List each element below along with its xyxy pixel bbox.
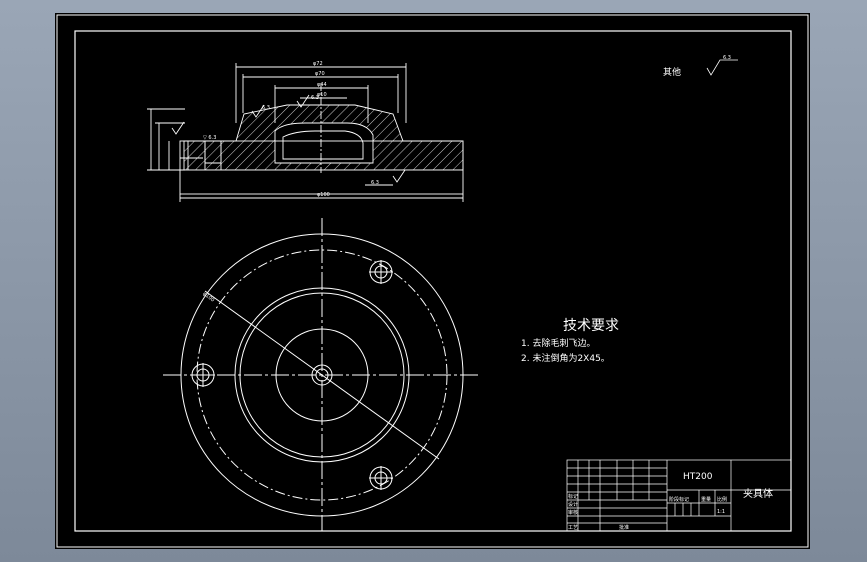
section-view [147,63,464,202]
svg-text:φ10: φ10 [317,92,327,98]
inner-frame [74,30,792,532]
svg-text:φ100: φ100 [201,291,215,303]
svg-text:φ70: φ70 [315,71,325,77]
tb-label-review: 审核 [568,509,578,516]
svg-text:6.3: 6.3 [371,180,379,186]
drawing-sheet: ▽ 6.3 6.3 6.3 6.3 φ72 φ70 φ44 φ10 φ100 [55,13,810,549]
tb-weight-label: 重量 [701,496,711,503]
title-block [566,459,792,532]
tb-label-design: 设计 [568,501,578,508]
svg-text:▽ 6.3: ▽ 6.3 [203,135,216,141]
svg-text:φ44: φ44 [317,82,327,88]
roughness-symbol-general [706,59,738,76]
plan-view [163,218,480,531]
roughness-symbol-1 [171,121,185,135]
tech-note-2: 2. 未注倒角为2X45。 [521,352,610,364]
diameter-leader [204,290,440,460]
part-name: 夹具体 [743,487,773,500]
svg-text:6.3: 6.3 [262,105,270,111]
roughness-label: 其他 [663,66,681,78]
tb-scale-label: 比例 [717,496,727,503]
svg-text:φ100: φ100 [317,192,330,198]
outer-border [56,14,809,548]
tb-label-process: 工艺 [568,525,578,531]
tb-scale-value: 1:1 [717,509,725,515]
tb-label-mark: 标记 [568,493,578,500]
svg-text:φ72: φ72 [313,61,323,67]
drawing-canvas: ▽ 6.3 6.3 6.3 6.3 φ72 φ70 φ44 φ10 φ100 [56,14,809,548]
tech-requirements-title: 技术要求 [563,318,619,334]
svg-text:6.3: 6.3 [311,95,319,101]
base-lower [179,169,464,195]
tech-note-1: 1. 去除毛刺飞边。 [521,337,595,349]
tb-label-approve: 批准 [619,524,629,531]
material-label: HT200 [683,472,713,482]
tb-stage-label: 阶段标记 [669,496,689,503]
roughness-value: 6.3 [723,55,731,61]
